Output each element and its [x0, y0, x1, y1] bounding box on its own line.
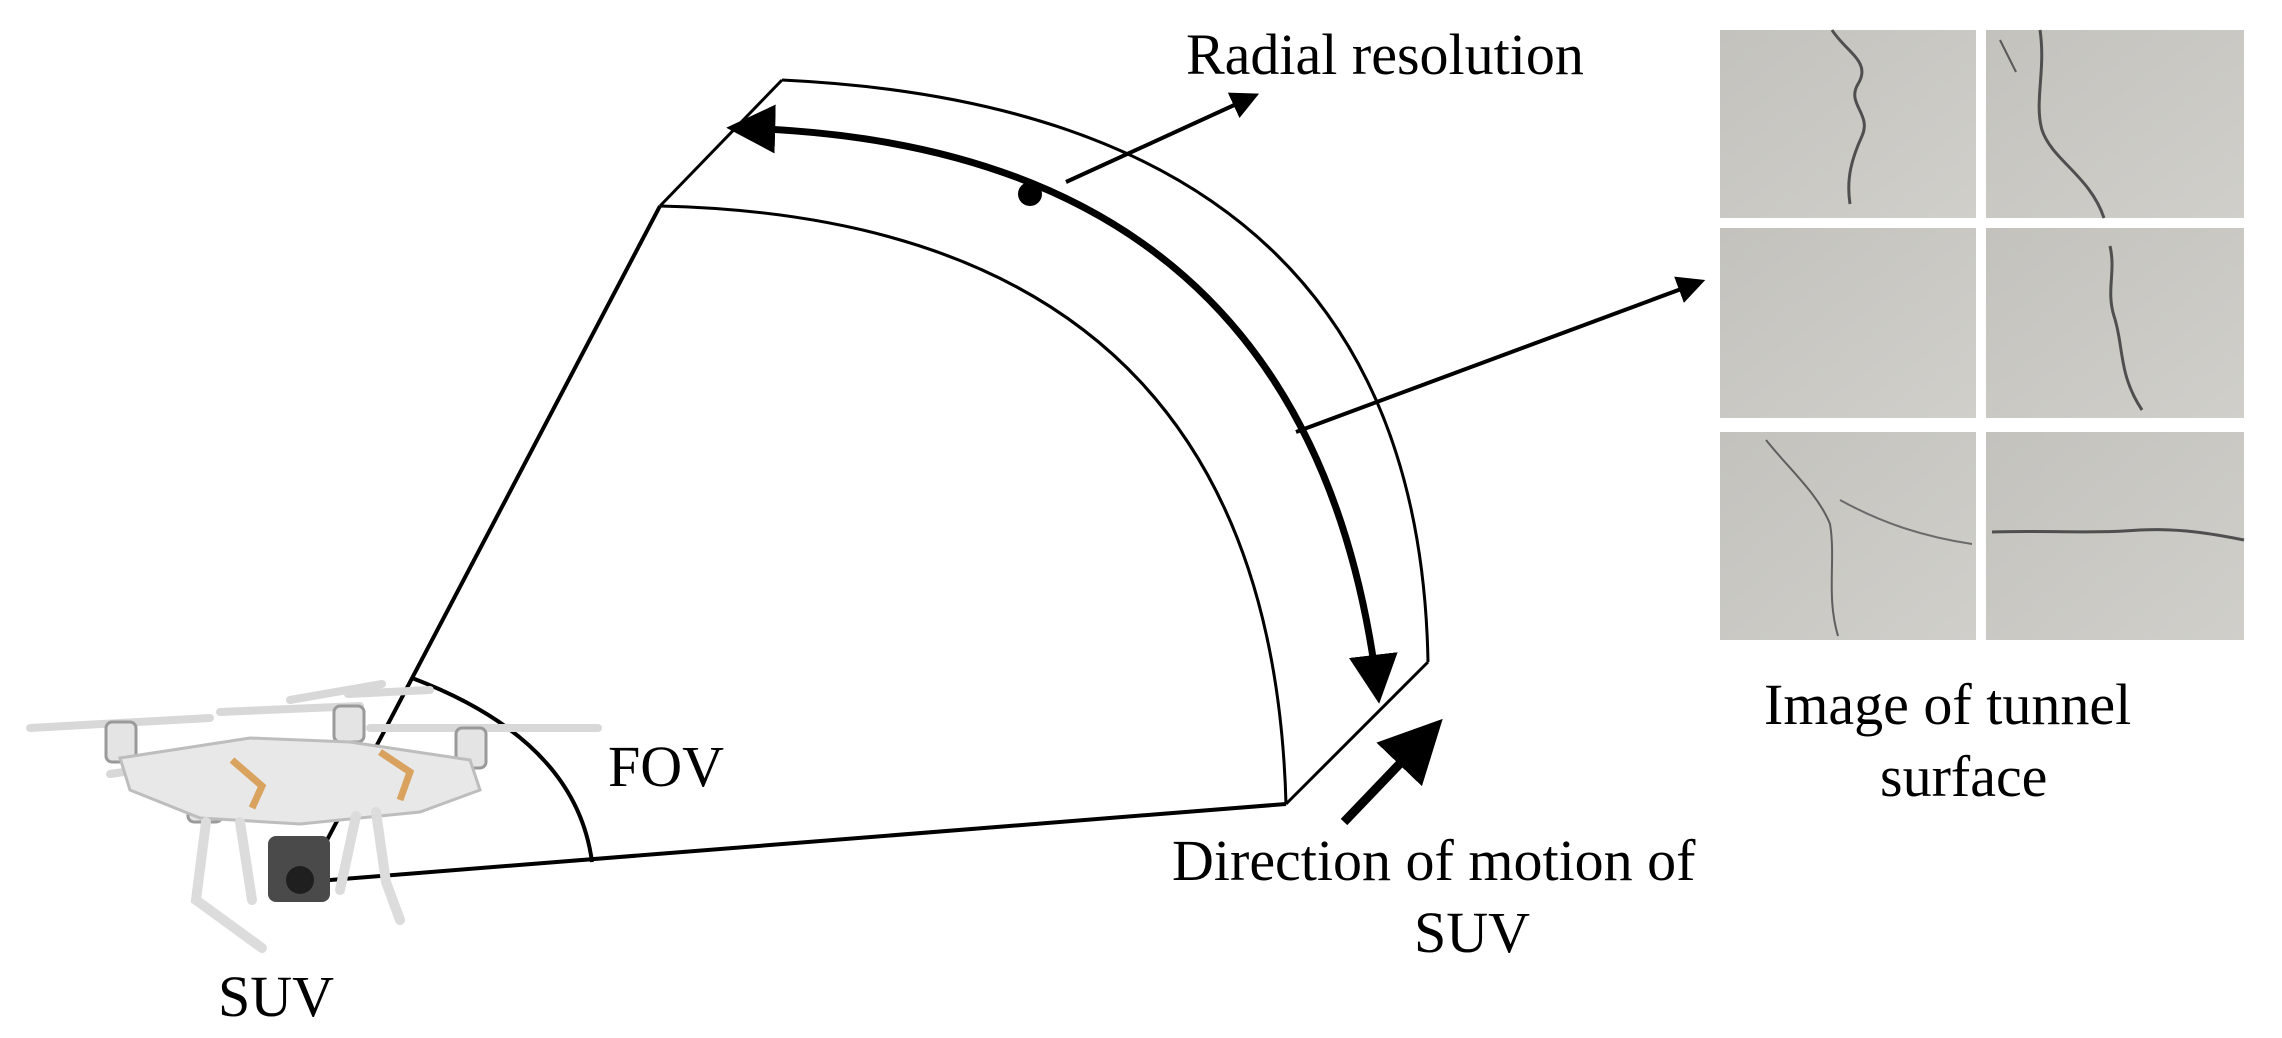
tunnel-surface-images	[1720, 29, 2245, 640]
direction-label-line1: Direction of motion of	[1172, 828, 1696, 893]
sector-outer-arc	[781, 78, 1430, 663]
crack-line	[1991, 528, 2245, 542]
surface-tile	[1720, 228, 1976, 418]
drone-body	[118, 736, 482, 826]
suv-label: SUV	[218, 964, 334, 1029]
surface-tile	[1986, 228, 2244, 418]
direction-label-line2: SUV	[1414, 900, 1530, 965]
drone-stripe	[229, 757, 267, 810]
surface-tile	[1986, 29, 2244, 219]
landing-gear	[190, 807, 405, 953]
crack-line	[2108, 245, 2144, 411]
radial-resolution-arrow	[726, 104, 1398, 704]
fov-label: FOV	[608, 734, 724, 799]
surface-label-line2: surface	[1880, 744, 2047, 809]
sector-top-connector	[658, 78, 784, 208]
surface-label-line1: Image of tunnel	[1764, 672, 2131, 737]
surface-tile	[1720, 432, 1976, 640]
sector-inner-arc	[659, 204, 1288, 805]
camera-lens	[286, 866, 314, 894]
quadcopter-drone-icon	[26, 680, 602, 953]
crack-line	[2037, 29, 2106, 219]
fov-angle-arc	[411, 676, 594, 863]
radial-resolution-pointer	[1065, 92, 1260, 184]
crack-line	[1765, 439, 1839, 637]
motion-direction-arrow	[1340, 718, 1443, 826]
sector-bottom-edge	[304, 802, 1287, 884]
resolution-point	[1018, 182, 1042, 206]
drone-stripe	[378, 749, 415, 802]
surface-tile	[1986, 432, 2245, 640]
surface-pointer-arrow	[1295, 276, 1706, 434]
sector-bottom-connector	[1284, 660, 1430, 806]
crack-branch	[1999, 39, 2017, 73]
crack-line	[1830, 29, 1866, 205]
crack-branch	[1839, 499, 1973, 545]
surface-tile	[1720, 29, 1976, 218]
radial-resolution-label: Radial resolution	[1186, 22, 1584, 87]
